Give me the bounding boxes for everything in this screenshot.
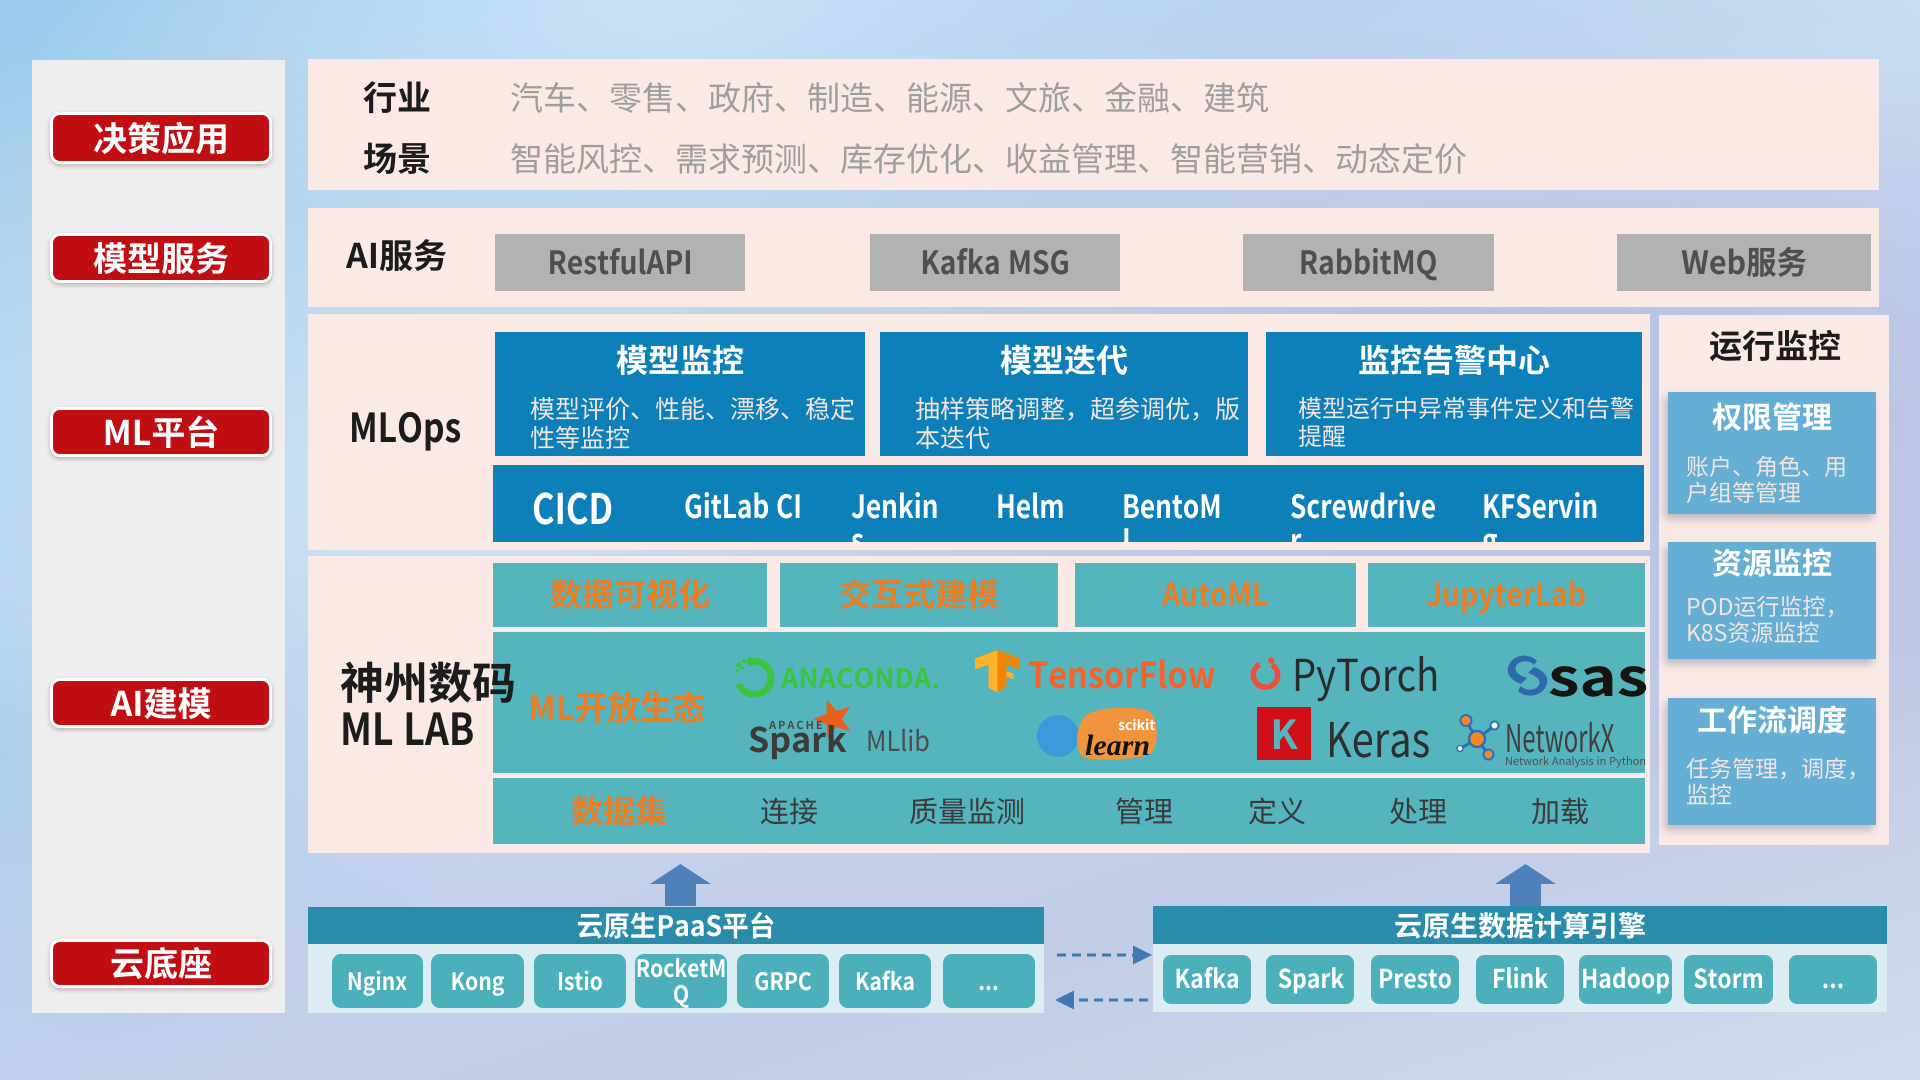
svg-text:learn: learn bbox=[1085, 729, 1150, 762]
